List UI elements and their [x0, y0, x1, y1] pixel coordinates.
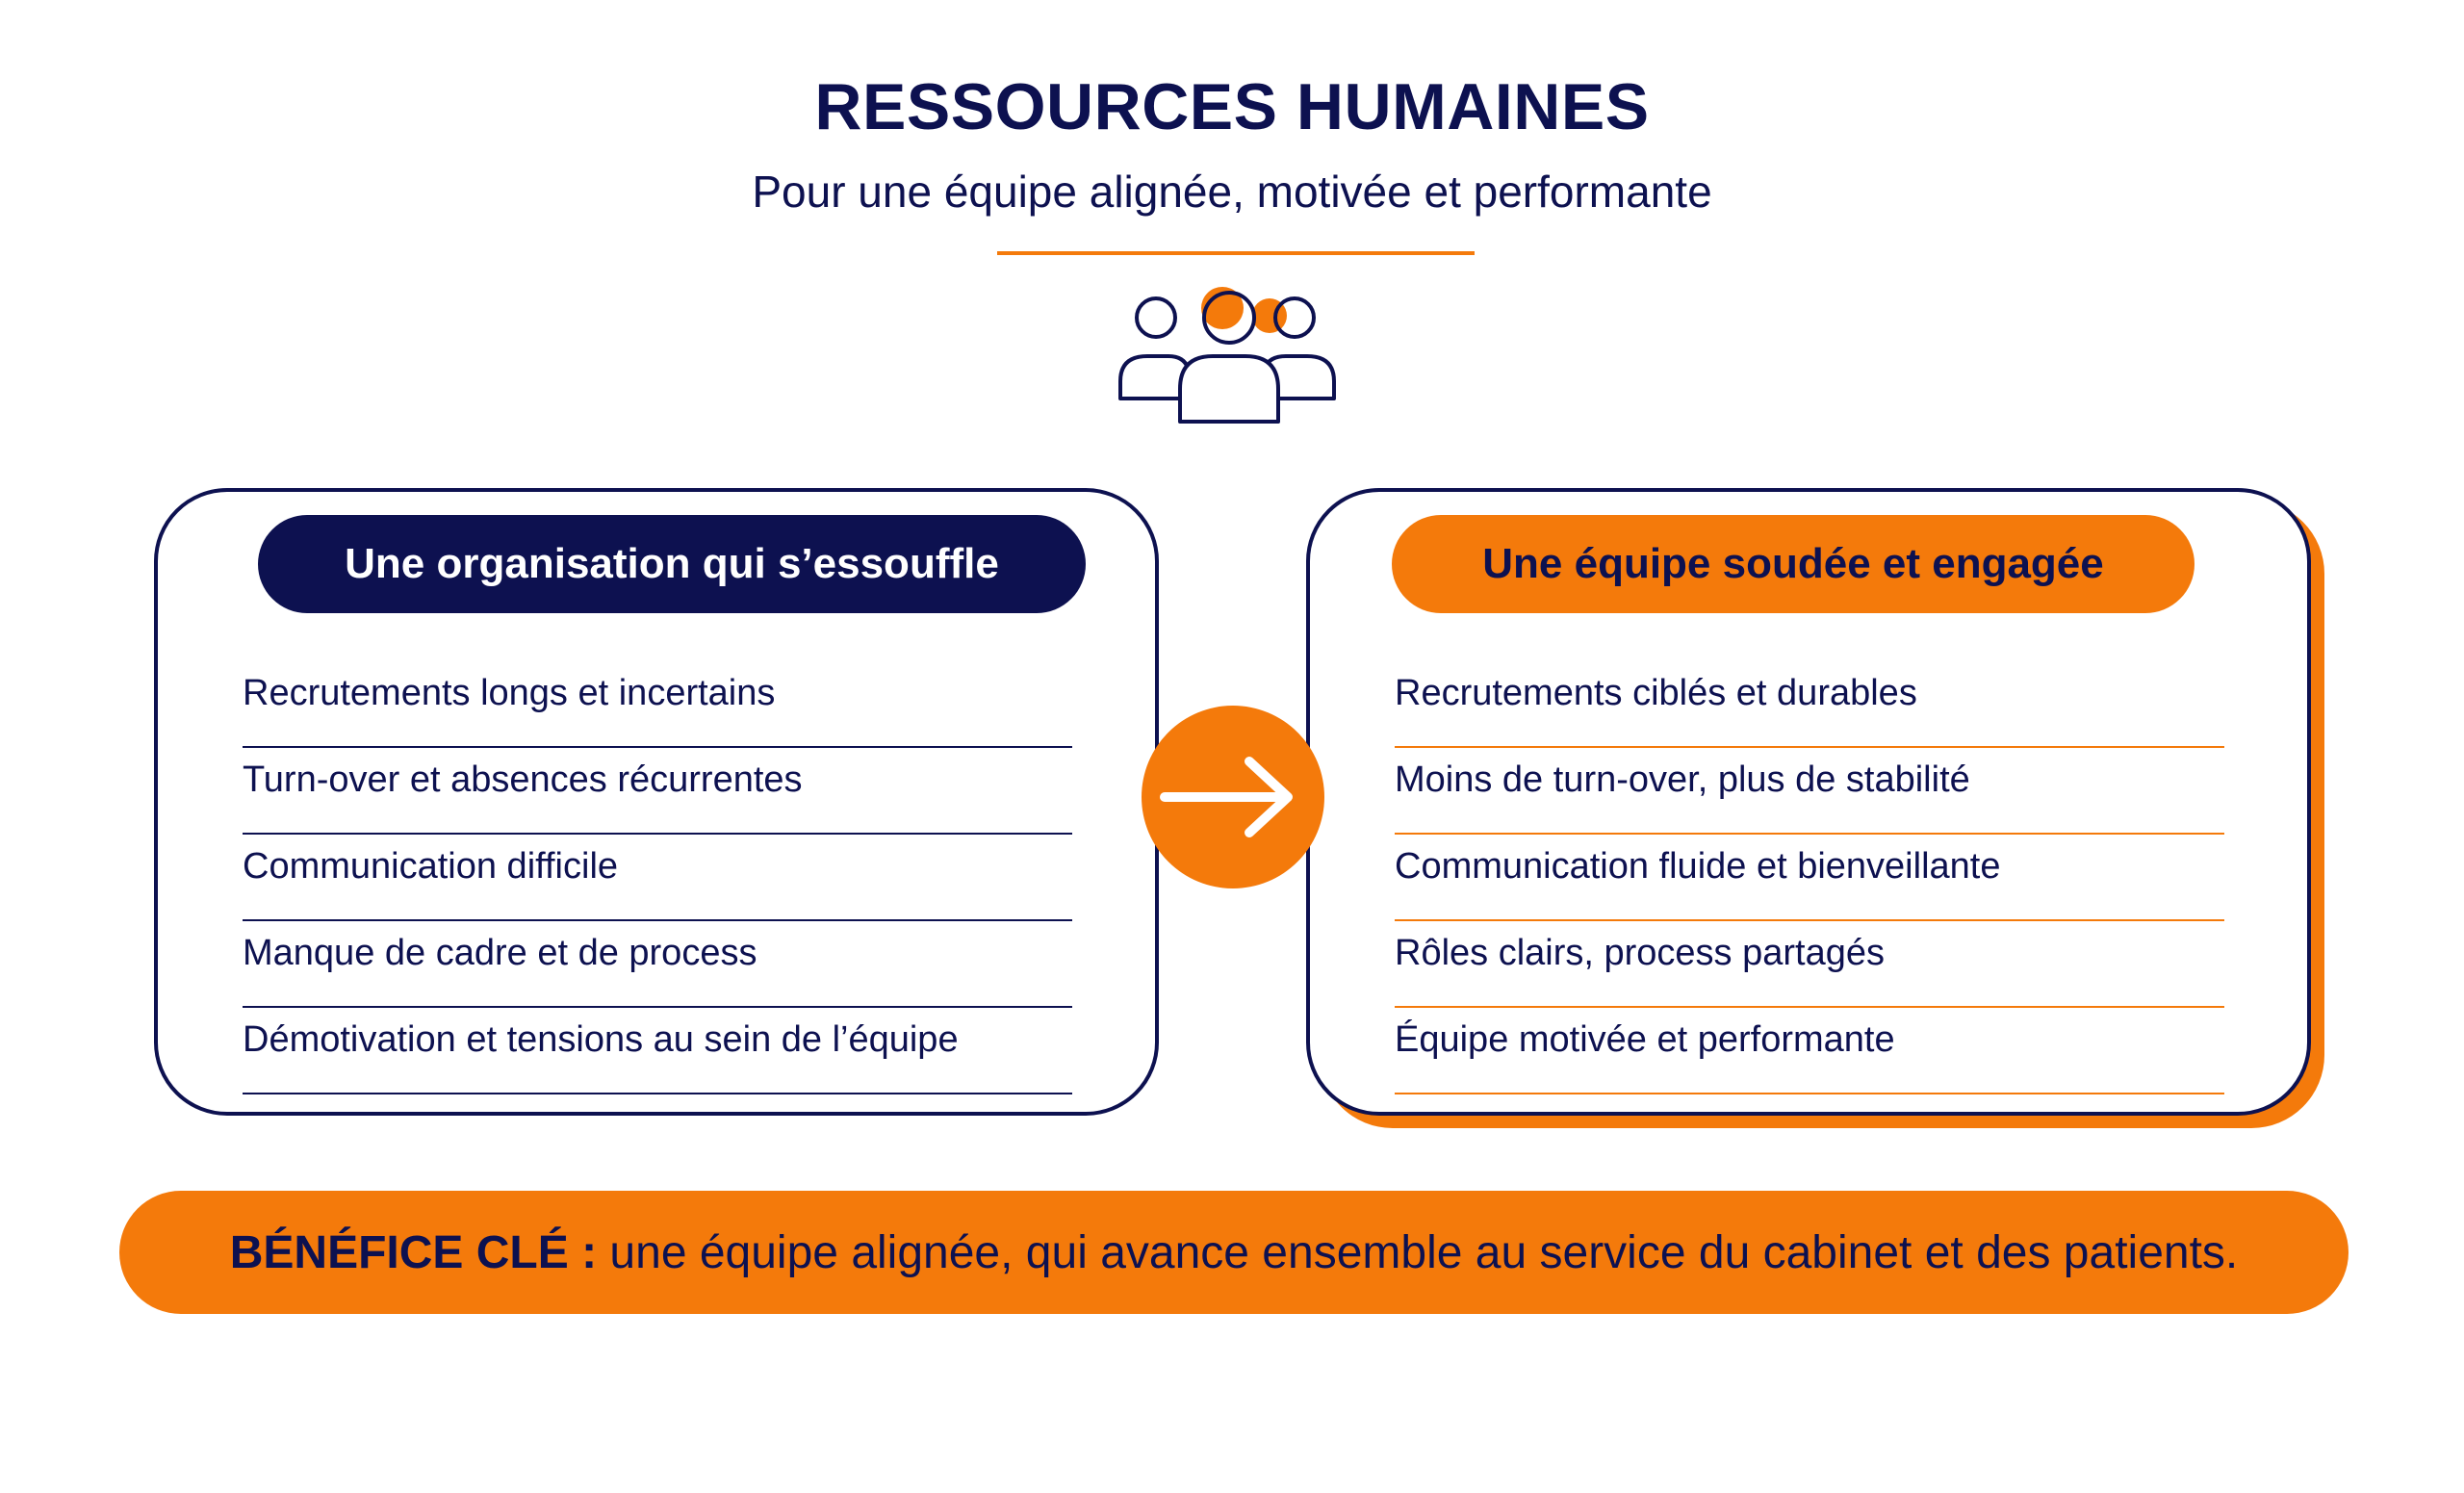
benefits-panel: Une équipe soudée et engagée Recrutement… — [1306, 488, 2311, 1116]
list-item: Démotivation et tensions au sein de l’éq… — [243, 1008, 1072, 1094]
title-divider — [997, 251, 1475, 255]
team-icon — [1118, 287, 1336, 424]
list-item: Turn-over et absences récurrentes — [243, 748, 1072, 835]
problems-panel: Une organisation qui s’essouffle Recrute… — [154, 488, 1159, 1116]
page-title: RESSOURCES HUMAINES — [814, 70, 1650, 143]
list-item: Recrutements ciblés et durables — [1395, 661, 2224, 748]
problems-list: Recrutements longs et incertains Turn-ov… — [243, 661, 1072, 1094]
benefits-list: Recrutements ciblés et durables Moins de… — [1395, 661, 2224, 1094]
arrow-right-icon — [1160, 757, 1293, 837]
key-benefit-banner: BÉNÉFICE CLÉ : une équipe alignée, qui a… — [119, 1191, 2348, 1314]
list-item: Moins de turn-over, plus de stabilité — [1395, 748, 2224, 835]
list-item: Équipe motivée et performante — [1395, 1008, 2224, 1094]
list-item: Manque de cadre et de process — [243, 921, 1072, 1008]
page-subtitle: Pour une équipe alignée, motivée et perf… — [752, 167, 1712, 217]
key-benefit-label: BÉNÉFICE CLÉ : — [229, 1226, 598, 1278]
list-item: Communication difficile — [243, 835, 1072, 921]
problems-heading: Une organisation qui s’essouffle — [258, 515, 1086, 613]
list-item: Communication fluide et bienveillante — [1395, 835, 2224, 921]
benefits-heading: Une équipe soudée et engagée — [1392, 515, 2194, 613]
list-item: Recrutements longs et incertains — [243, 661, 1072, 748]
transition-arrow — [1142, 706, 1324, 888]
list-item: Rôles clairs, process partagés — [1395, 921, 2224, 1008]
key-benefit-text: une équipe alignée, qui avance ensemble … — [609, 1226, 2239, 1278]
